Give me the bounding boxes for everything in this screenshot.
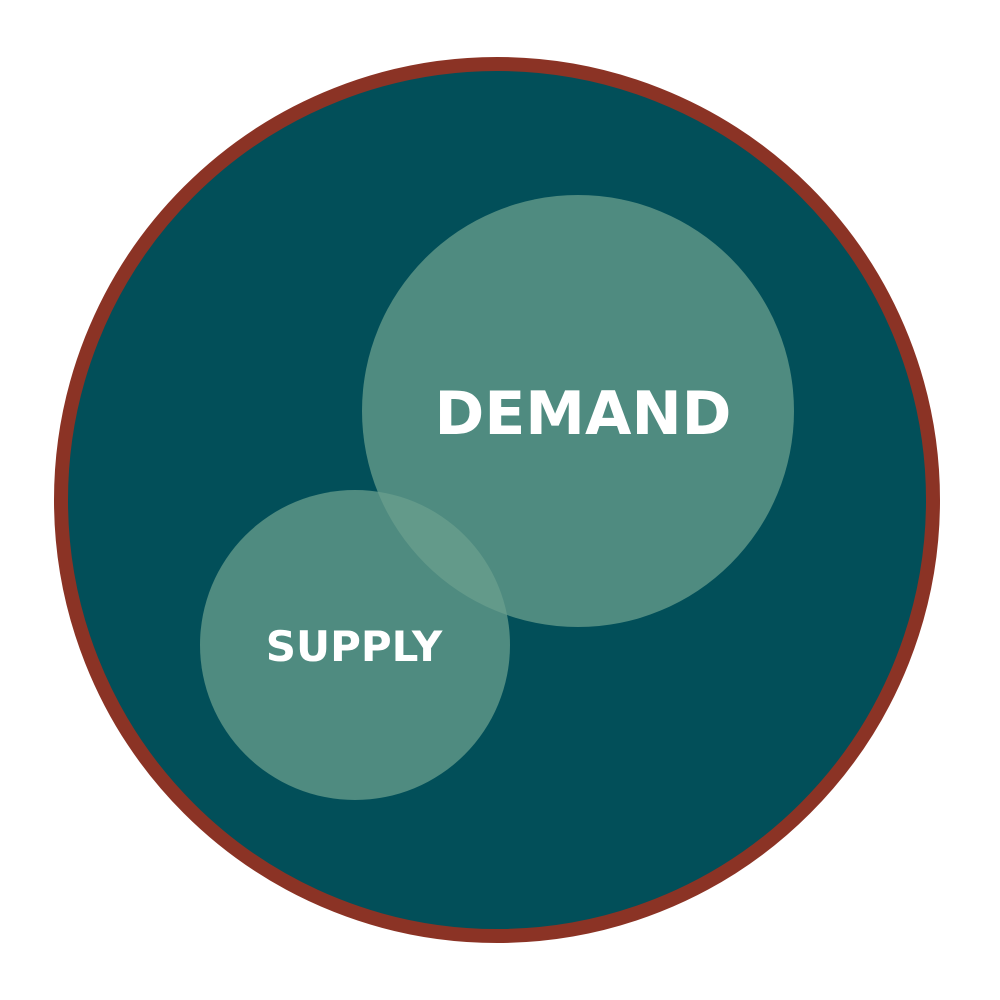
supply-label: SUPPLY (266, 622, 443, 671)
demand-circle (362, 195, 794, 627)
supply-circle (200, 490, 510, 800)
demand-label: DEMAND (435, 379, 732, 449)
